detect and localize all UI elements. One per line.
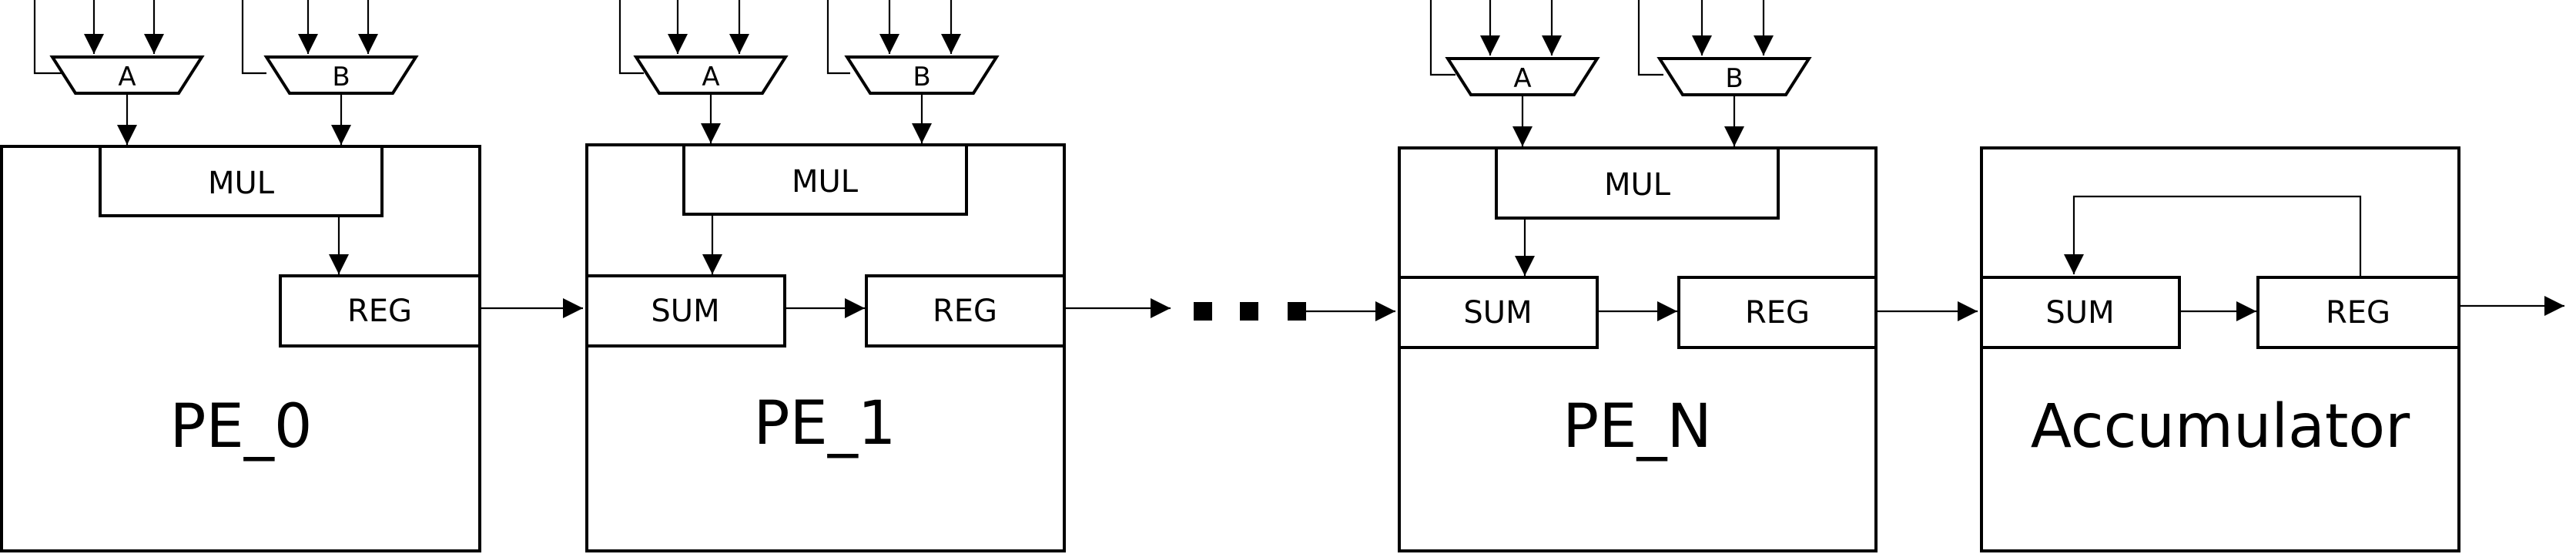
- reg-label: REG: [2326, 295, 2390, 331]
- reg-unit-accumulator: [2256, 276, 2460, 349]
- pe-0-label: PE_0: [170, 392, 313, 462]
- pe-1-block: A B MUL SUM REG PE_1: [585, 0, 1066, 552]
- mux-a-label: A: [1513, 63, 1531, 94]
- mux-a-pe0: A: [33, 0, 205, 145]
- mux-a-pen: A: [1429, 0, 1600, 146]
- pe-0-block: A B MUL REG PE_0: [0, 0, 481, 552]
- mul-label: MUL: [792, 164, 859, 200]
- mux-b-label: B: [1725, 63, 1743, 94]
- pe-1-outline: [585, 143, 1066, 552]
- mux-b-pe1: B: [826, 0, 1000, 143]
- sum-unit-accumulator: [1980, 276, 2181, 349]
- sum-unit-pen: [1398, 276, 1599, 349]
- reg-unit-pen: [1677, 276, 1878, 349]
- reg-unit-pe0: [279, 274, 481, 348]
- accumulator-label: Accumulator: [2031, 392, 2410, 462]
- mux-a-pe1: A: [618, 0, 789, 143]
- mul-label: MUL: [208, 166, 275, 201]
- reg-label: REG: [1745, 295, 1810, 331]
- ellipsis-dots: [1194, 302, 1306, 321]
- sum-unit-pe1: [585, 274, 786, 348]
- reg-label: REG: [933, 294, 997, 329]
- mul-unit-pen: [1495, 146, 1780, 220]
- pe-0-outline: [0, 145, 481, 552]
- accumulator-block: SUM REG Accumulator: [1980, 146, 2460, 552]
- mux-b-label: B: [913, 62, 930, 92]
- pe-1-label: PE_1: [754, 389, 896, 458]
- reg-label: REG: [347, 294, 412, 329]
- mux-b-pen: B: [1637, 0, 1812, 146]
- sum-label: SUM: [1463, 295, 1532, 331]
- sum-label: SUM: [651, 294, 719, 329]
- mux-b-pe0: B: [241, 0, 419, 145]
- mux-a-label: A: [702, 62, 719, 92]
- mux-b-label: B: [332, 62, 350, 92]
- pe-n-block: A B MUL SUM REG PE_N: [1398, 0, 1878, 552]
- accumulator-outline: [1980, 146, 2460, 552]
- sum-label: SUM: [2045, 295, 2114, 331]
- mux-a-label: A: [118, 62, 136, 92]
- pe-n-outline: [1398, 146, 1878, 552]
- mul-unit-pe0: [99, 145, 384, 217]
- reg-unit-pe1: [865, 274, 1066, 348]
- mul-unit-pe1: [682, 143, 968, 216]
- pe-n-label: PE_N: [1563, 392, 1712, 462]
- mul-label: MUL: [1604, 167, 1671, 203]
- accumulator-feedback-wire: [2064, 195, 2362, 276]
